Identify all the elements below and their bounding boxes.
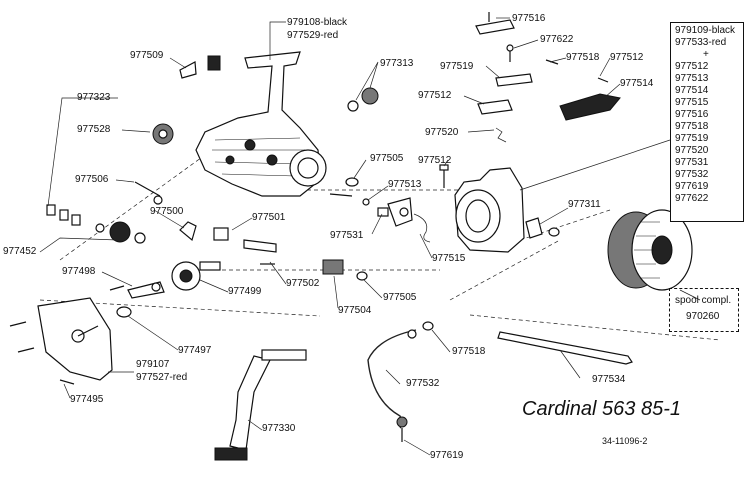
arm-977519 — [495, 59, 559, 87]
label-977311: 977311 — [568, 199, 601, 210]
rotor-977513 — [454, 167, 525, 253]
screw-977512-vertical — [439, 164, 449, 188]
label-977531: 977531 — [330, 230, 364, 241]
clip-977509 — [179, 55, 221, 79]
kit-line: 977622 — [675, 193, 709, 204]
label-977512-mid: 977512 — [418, 155, 452, 166]
label-977529: 977529-red — [287, 30, 339, 41]
label-977622: 977622 — [540, 34, 574, 45]
label-979108: 979108-black — [287, 17, 348, 28]
label-977330: 977330 — [262, 423, 296, 434]
label-977504: 977504 — [338, 305, 372, 316]
label-977532: 977532 — [406, 378, 440, 389]
label-977498: 977498 — [62, 266, 96, 277]
label-977313: 977313 — [380, 58, 414, 69]
label-977501: 977501 — [252, 212, 286, 223]
kit-line: 977520 — [675, 145, 709, 156]
reel-body — [195, 51, 327, 197]
label-977497: 977497 — [178, 345, 212, 356]
spool-part-number: 970260 — [686, 311, 720, 322]
kit-line: 977619 — [675, 181, 709, 192]
clip-977311 — [525, 217, 560, 239]
spool-970260 — [607, 209, 693, 291]
kit-line: 977518 — [675, 121, 709, 132]
spring-977520 — [495, 127, 507, 143]
clip-977512-upper — [477, 77, 609, 115]
label-977452: 977452 — [3, 246, 37, 257]
label-977509: 977509 — [130, 50, 164, 61]
label-977518-upper: 977518 — [566, 52, 600, 63]
kit-parts-list: 979109-black 977533-red + 977512 977513 … — [670, 22, 744, 222]
bail-arm-parts — [329, 193, 431, 243]
gear-977313 — [347, 87, 379, 112]
diagram-code: 85-1 — [641, 398, 682, 420]
label-977323: 977323 — [77, 92, 111, 103]
label-977515: 977515 — [432, 253, 466, 264]
bail-trip-977514 — [559, 93, 621, 121]
label-977514: 977514 — [620, 78, 654, 89]
shaft-977504 — [322, 259, 368, 281]
label-977513: 977513 — [388, 179, 422, 190]
kit-line: 977533-red — [675, 37, 727, 48]
bracket-977500 — [179, 221, 229, 242]
kit-line: + — [703, 49, 709, 60]
label-977518-lower: 977518 — [452, 346, 486, 357]
lever-977498 — [109, 281, 165, 299]
label-977520: 977520 — [425, 127, 459, 138]
label-977499: 977499 — [228, 286, 262, 297]
kit-line: 977531 — [675, 157, 709, 168]
kit-line: 977513 — [675, 73, 709, 84]
top-plate-977516 — [475, 12, 515, 35]
kit-line: 979109-black — [675, 25, 736, 36]
kit-line: 977514 — [675, 85, 709, 96]
label-977495: 977495 — [70, 394, 104, 405]
kit-line: 977515 — [675, 97, 709, 108]
label-977512-left: 977512 — [418, 90, 452, 101]
bail-spring-977502 — [243, 239, 277, 265]
kit-line: 977532 — [675, 169, 709, 180]
cover-screws-977495 — [9, 321, 75, 385]
leader-lines — [39, 17, 701, 456]
washer-977505 — [345, 177, 359, 187]
label-977512-right: 977512 — [610, 52, 644, 63]
shaft-parts-977452 — [46, 204, 146, 244]
label-977528: 977528 — [77, 124, 111, 135]
screw-977622 — [506, 44, 514, 62]
washer-977497 — [116, 306, 132, 318]
label-977506: 977506 — [75, 174, 109, 185]
screw-977506 — [134, 181, 163, 205]
label-977519: 977519 — [440, 61, 474, 72]
main-gear-977499 — [171, 261, 221, 291]
side-cover-979107 — [37, 297, 113, 381]
spool-label: spool compl. — [675, 295, 732, 306]
crank-handle-977330 — [214, 349, 307, 461]
label-977516: 977516 — [512, 13, 546, 24]
kit-line: 977512 — [675, 61, 709, 72]
pinion-gear-977528 — [152, 123, 174, 145]
document-number: 34-11096-2 — [602, 436, 648, 446]
label-977500: 977500 — [150, 206, 184, 217]
label-977534: 977534 — [592, 374, 626, 385]
diagram-title: Cardinal 563 — [522, 398, 636, 420]
label-977619: 977619 — [430, 450, 464, 461]
spool-complete-box: spool compl. 970260 — [669, 288, 739, 332]
label-977505-lower: 977505 — [383, 292, 417, 303]
label-979107: 979107 — [136, 359, 170, 370]
bail-wire-977532 — [367, 321, 434, 442]
spindle-977534 — [497, 331, 633, 365]
label-977527: 977527-red — [136, 372, 188, 383]
label-977502: 977502 — [286, 278, 320, 289]
kit-line: 977519 — [675, 133, 709, 144]
label-977505-upper: 977505 — [370, 153, 404, 164]
kit-line: 977516 — [675, 109, 709, 120]
